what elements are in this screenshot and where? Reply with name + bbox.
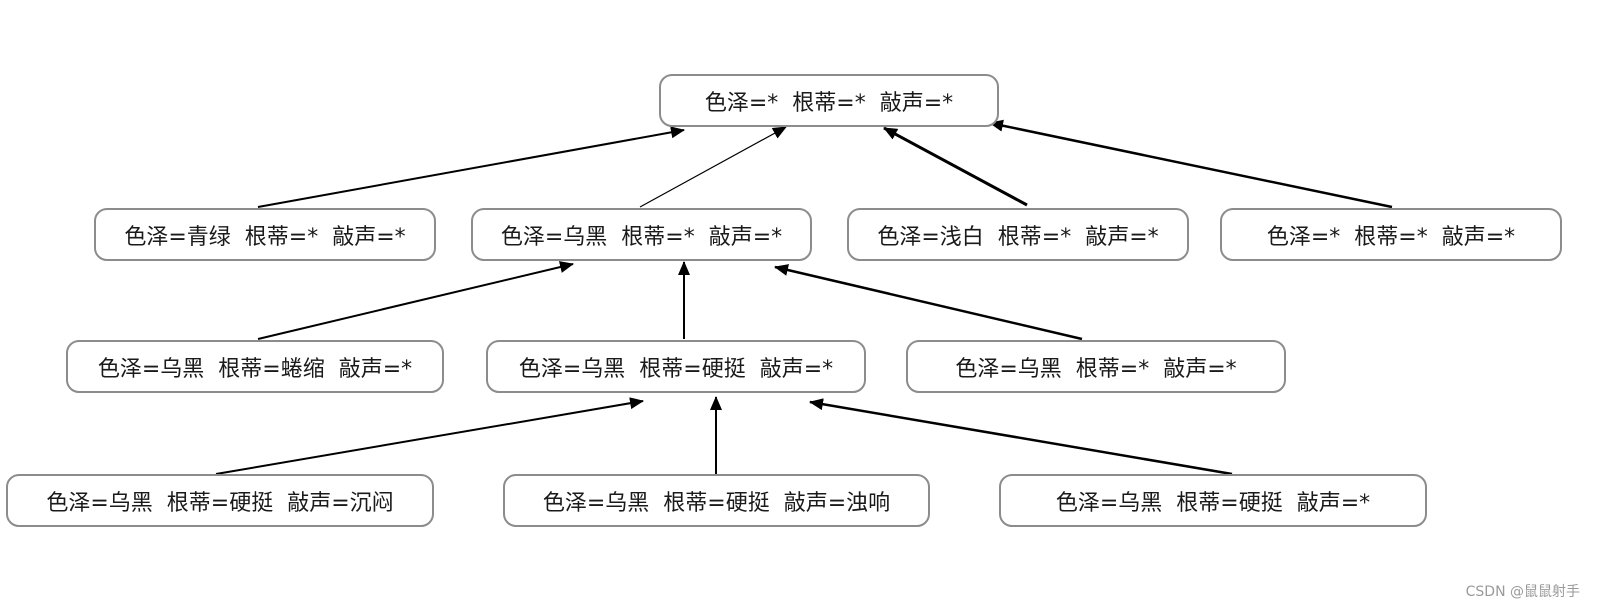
node-sound-chenmen: 色泽=乌黑 根蒂=硬挺 敲声=沉闷 [6, 474, 434, 527]
edge-any3-to-yingting [809, 398, 1233, 476]
edge-qinglv-to-root [257, 126, 685, 208]
node-root-yingting: 色泽=乌黑 根蒂=硬挺 敲声=* [486, 340, 866, 393]
edge-chenmen-to-yingting [215, 397, 644, 475]
node-sound-any: 色泽=乌黑 根蒂=硬挺 敲声=* [999, 474, 1427, 527]
node-color-any: 色泽=* 根蒂=* 敲声=* [1220, 208, 1562, 261]
node-root-quansuo: 色泽=乌黑 根蒂=蜷缩 敲声=* [66, 340, 444, 393]
edge-wuhei-to-root [639, 126, 787, 208]
edge-qianbai-to-root [883, 126, 1028, 207]
edge-any-to-root [989, 119, 1393, 209]
node-root: 色泽=* 根蒂=* 敲声=* [659, 74, 999, 127]
node-sound-zhuoxiang: 色泽=乌黑 根蒂=硬挺 敲声=浊响 [503, 474, 930, 527]
node-color-qinglv: 色泽=青绿 根蒂=* 敲声=* [94, 208, 436, 261]
node-root-any: 色泽=乌黑 根蒂=* 敲声=* [906, 340, 1286, 393]
watermark: CSDN @鼠鼠射手 [1465, 584, 1580, 600]
edge-quansuo-to-wuhei [257, 261, 574, 340]
node-color-wuhei: 色泽=乌黑 根蒂=* 敲声=* [471, 208, 812, 261]
edge-any2-to-wuhei [774, 264, 1083, 341]
node-color-qianbai: 色泽=浅白 根蒂=* 敲声=* [847, 208, 1189, 261]
